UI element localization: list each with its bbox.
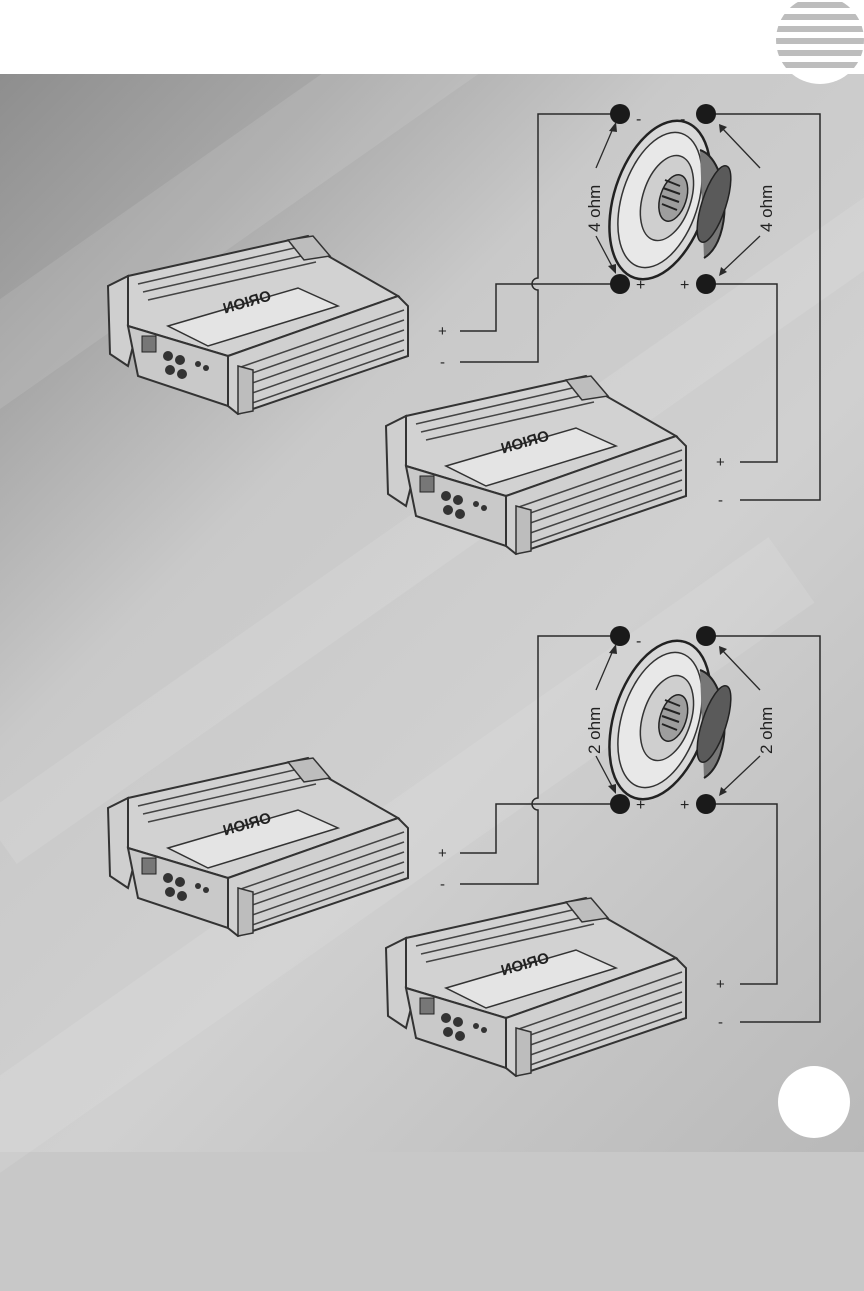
terminal-pos-right-2 (696, 794, 716, 814)
corner-logo (776, 0, 864, 84)
terminal-label: + (636, 797, 645, 814)
terminal-label: - (636, 633, 641, 650)
speaker-1 (591, 108, 738, 292)
terminal-label: + (680, 277, 689, 294)
amplifier-1-top (108, 236, 408, 414)
page-number-badge (778, 1066, 850, 1138)
amp-terminal-label: - (440, 876, 445, 893)
speaker-2 (591, 628, 738, 812)
terminal-label: + (680, 797, 689, 814)
amplifier-2-bottom (386, 898, 686, 1076)
terminal-pos-right-1 (696, 274, 716, 294)
amp-terminal-label: - (718, 1014, 723, 1031)
impedance-label-right: 4 ohm (757, 185, 776, 232)
terminal-pos-left-2 (610, 794, 630, 814)
impedance-label-right: 2 ohm (757, 707, 776, 754)
terminal-label: - (680, 111, 685, 128)
amplifier-2-top (108, 758, 408, 936)
impedance-label-left: 2 ohm (585, 707, 604, 754)
terminal-label: - (680, 633, 685, 650)
terminal-neg-left-2 (610, 626, 630, 646)
diagram-1: - - + + 4 ohm 4 ohm + - + - (108, 104, 820, 554)
wiring-diagrams-canvas: - - + + 4 ohm 4 ohm + - + - (0, 0, 864, 1152)
terminal-label: - (636, 111, 641, 128)
amp-terminal-label: + (716, 976, 725, 993)
amp-terminal-label: - (440, 354, 445, 371)
terminal-neg-right-1 (696, 104, 716, 124)
amplifier-1-bottom (386, 376, 686, 554)
terminal-neg-left-1 (610, 104, 630, 124)
amp-terminal-label: + (438, 323, 447, 340)
amp-terminal-label: - (718, 492, 723, 509)
amp-terminal-label: + (716, 454, 725, 471)
impedance-label-left: 4 ohm (585, 185, 604, 232)
amp-terminal-label: + (438, 845, 447, 862)
diagram-2: - - + + 2 ohm 2 ohm + - + - (108, 626, 820, 1076)
terminal-label: + (636, 277, 645, 294)
terminal-pos-left-1 (610, 274, 630, 294)
terminal-neg-right-2 (696, 626, 716, 646)
